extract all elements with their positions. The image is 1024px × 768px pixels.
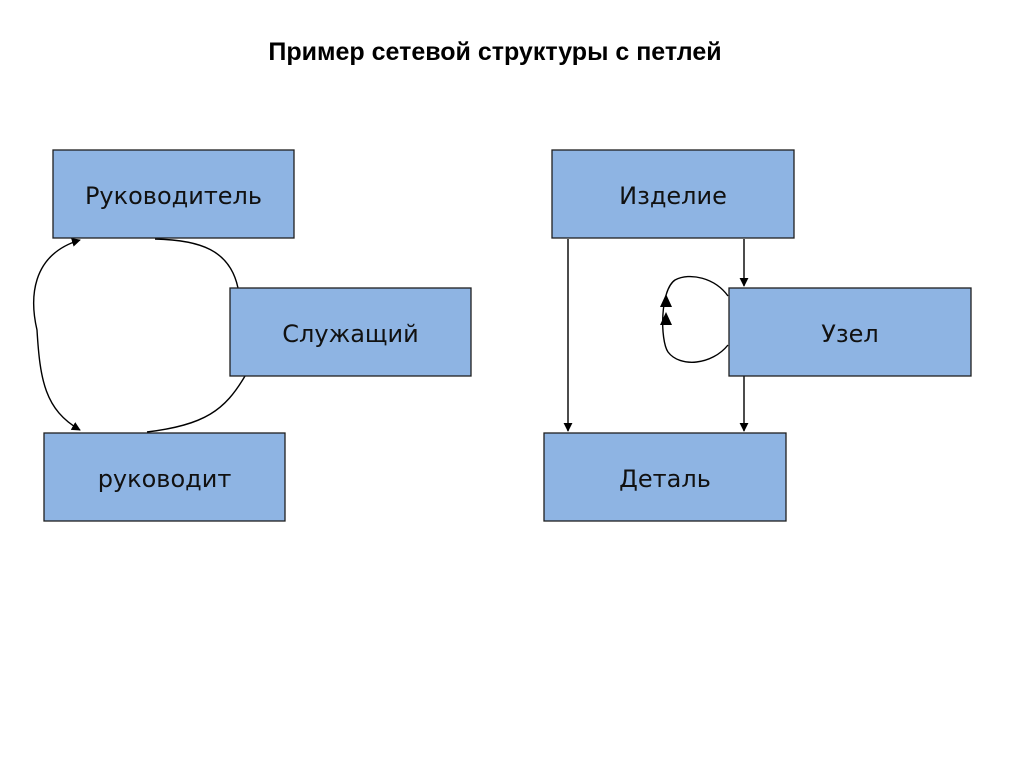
- node-assembly-label: Узел: [821, 320, 879, 348]
- edge-manager-manages-loop: [33, 238, 81, 431]
- node-employee: Служащий: [229, 287, 472, 377]
- node-manager-label: Руководитель: [85, 182, 262, 210]
- slide-title: Пример сетевой структуры с петлей: [268, 38, 722, 66]
- node-product-label: Изделие: [619, 182, 727, 210]
- node-employee-box: [229, 287, 472, 377]
- node-employee-label: Служащий: [282, 320, 418, 348]
- node-manages: руководит: [43, 432, 286, 522]
- node-manager: Руководитель: [52, 149, 295, 239]
- edge-assembly-self-loop: [661, 275, 729, 363]
- node-assembly: Узел: [728, 287, 972, 377]
- node-product: Изделие: [551, 149, 795, 239]
- left-diagram-edges: [33, 238, 246, 433]
- right-diagram-edges: [563, 239, 749, 432]
- self-loop-arrowhead-lower: [660, 312, 672, 325]
- node-part-label: Деталь: [619, 465, 711, 493]
- node-assembly-box: [728, 287, 972, 377]
- self-loop-arrowhead-upper: [660, 294, 672, 307]
- node-manages-label: руководит: [98, 465, 232, 493]
- edge-manager-employee: [154, 238, 239, 289]
- node-part: Деталь: [543, 432, 787, 522]
- node-part-box: [543, 432, 787, 522]
- node-manager-box: [52, 149, 295, 239]
- edge-employee-manages: [146, 375, 246, 433]
- node-product-box: [551, 149, 795, 239]
- node-manages-box: [43, 432, 286, 522]
